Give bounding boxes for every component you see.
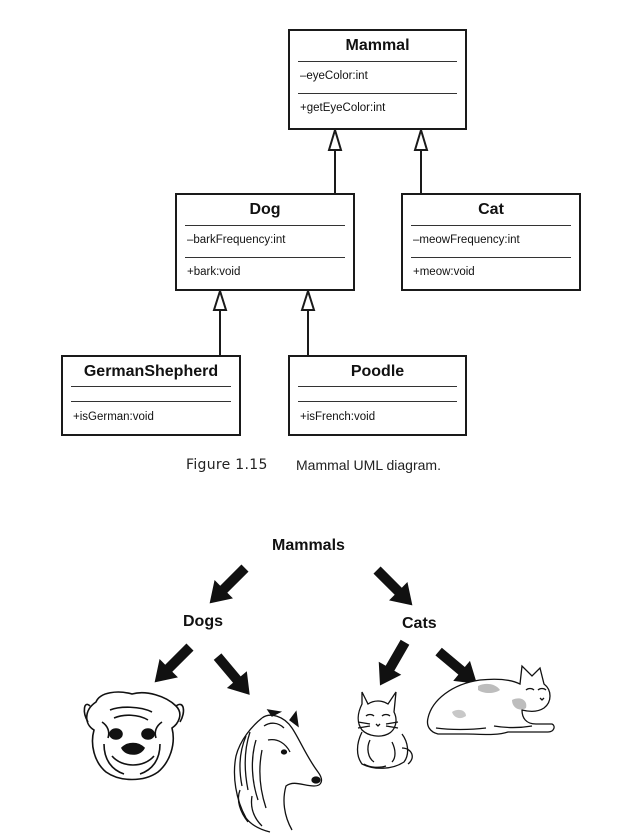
class-attribute: –barkFrequency:int (187, 234, 286, 246)
divider (298, 401, 457, 402)
divider (298, 386, 457, 387)
class-name: Poodle (350, 363, 405, 380)
arrow-icon (200, 558, 255, 613)
class-operation: +isFrench:void (300, 411, 376, 423)
tree-root-label: Mammals (272, 537, 345, 554)
tree-cats-label: Cats (402, 615, 437, 632)
cat-generalization-arrow (413, 126, 429, 151)
divider (71, 386, 231, 387)
uml-class-german-shepherd: GermanShepherd +isGerman:void (61, 355, 241, 436)
tree-dogs-label: Dogs (183, 613, 223, 630)
figure-caption-text: Mammal UML diagram. (296, 457, 441, 473)
german-shepherd-generalization-arrow (212, 287, 228, 311)
class-attribute: –eyeColor:int (300, 70, 368, 82)
pug-illustration (83, 691, 185, 781)
dog-generalization-arrow (327, 126, 343, 151)
uml-class-mammal: Mammal –eyeColor:int +getEyeColor:int (288, 29, 467, 130)
divider (411, 257, 571, 258)
arrow-icon (368, 635, 417, 693)
class-attribute: –meowFrequency:int (413, 234, 520, 246)
figure-number: Figure 1.15 (186, 457, 268, 473)
uml-class-cat: Cat –meowFrequency:int +meow:void (401, 193, 581, 291)
collie-illustration (233, 709, 323, 833)
divider (298, 61, 457, 62)
sitting-cat-illustration (356, 691, 413, 769)
class-name: Dog (249, 201, 281, 218)
arrow-icon (367, 560, 422, 615)
poodle-generalization-arrow (300, 287, 316, 311)
lying-cat-illustration (426, 664, 555, 736)
divider (298, 93, 457, 94)
uml-class-dog: Dog –barkFrequency:int +bark:void (175, 193, 355, 291)
divider (185, 225, 345, 226)
class-operation: +meow:void (413, 266, 475, 278)
divider (411, 225, 571, 226)
uml-class-poodle: Poodle +isFrench:void (288, 355, 467, 436)
class-operation: +getEyeColor:int (300, 102, 386, 114)
class-name: GermanShepherd (83, 363, 219, 380)
arrow-icon (145, 637, 200, 692)
class-name: Cat (478, 201, 504, 218)
divider (185, 257, 345, 258)
arrow-icon (207, 648, 260, 704)
class-name: Mammal (345, 37, 410, 54)
class-operation: +bark:void (187, 266, 241, 278)
class-operation: +isGerman:void (73, 411, 154, 423)
divider (71, 401, 231, 402)
